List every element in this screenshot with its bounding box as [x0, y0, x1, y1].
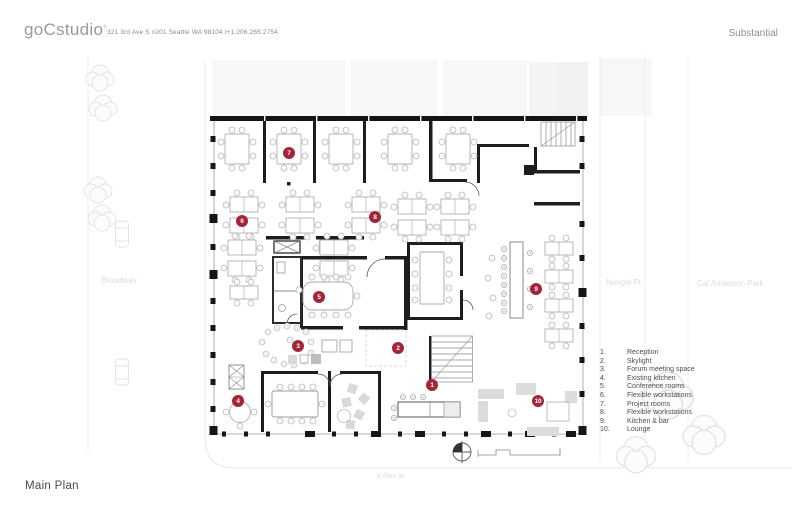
street-label-broadway: Broadway: [101, 276, 137, 285]
legend-item: 7.Project rooms: [600, 400, 671, 408]
logo-mark: ®: [103, 24, 108, 31]
legend-item: 6.Flexible workstations: [600, 391, 692, 399]
legend-item: 3.Forum meeting space: [600, 366, 695, 374]
stairs: [431, 121, 576, 383]
street-label-naegle-pl: Naegle Pl: [606, 278, 641, 287]
legend: 1.Reception 2.Skylight 3.Forum meeting s…: [600, 349, 695, 435]
furniture: [218, 127, 577, 436]
legend-item: 4.Existing kitchen: [600, 374, 676, 382]
street-label-e-pine-st: E Pine St: [377, 473, 405, 480]
park-label: Cal Anderson Park: [697, 279, 764, 288]
skylight-outline: [365, 329, 407, 367]
building-shell: [209, 116, 587, 437]
legend-item: 5.Conference rooms: [600, 383, 685, 391]
legend-item: 9.Kitchen & bar: [600, 417, 670, 425]
site-context: [83, 55, 792, 474]
legend-item: 2.Skylight: [600, 357, 652, 365]
legend-item: 10.Lounge: [600, 426, 651, 434]
legend-item: 1.Reception: [600, 349, 659, 356]
scale-bar: [477, 448, 561, 457]
project-phase-label: Substantial: [728, 28, 778, 39]
studio-address: 321 3rd Ave S #201 Seattle WA 98104 t+1.…: [107, 29, 278, 36]
logo: goCstudio®: [24, 20, 108, 39]
north-arrow-icon: [452, 441, 472, 463]
sheet-title: Main Plan: [25, 480, 79, 492]
legend-item: 8.Flexible workstations: [600, 409, 692, 417]
